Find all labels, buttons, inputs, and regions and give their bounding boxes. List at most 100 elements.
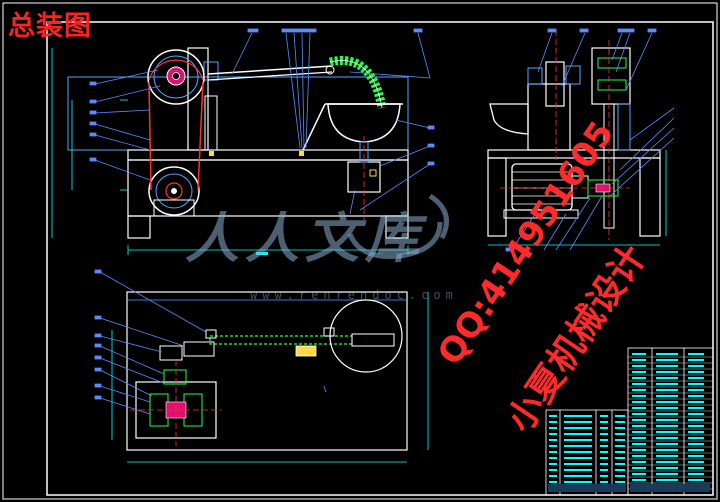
- top-pin-left: [205, 329, 217, 339]
- parts-list-row: [564, 463, 592, 465]
- parts-list-row: [632, 407, 646, 409]
- parts-list-row: [632, 371, 646, 373]
- parts-list-row: [632, 359, 646, 361]
- shaft-support: [617, 103, 631, 151]
- parts-list-row: [632, 443, 646, 445]
- gear-housing-top: [591, 47, 631, 105]
- parts-list-row: [600, 439, 608, 441]
- parts-list-row: [656, 479, 678, 481]
- parts-list-row: [564, 433, 592, 435]
- parts-list-row: [615, 463, 625, 465]
- top-frame: [126, 291, 408, 451]
- parts-list-row: [564, 415, 592, 417]
- parts-list-row: [632, 455, 646, 457]
- parts-list-row: [632, 395, 646, 397]
- parts-list-row: [564, 427, 592, 429]
- parts-list-row: [600, 469, 608, 471]
- inner-frame: [46, 21, 714, 496]
- dim-width-text: [256, 252, 268, 255]
- parts-list-row: [688, 479, 704, 481]
- parts-list-row: [656, 371, 678, 373]
- parts-list-row: [656, 461, 678, 463]
- parts-list-row: [615, 415, 625, 417]
- parts-list-row: [688, 419, 704, 421]
- curved-chute: [328, 56, 387, 109]
- top-block-2: [295, 345, 317, 357]
- parts-list-row: [615, 445, 625, 447]
- parts-list-row: [632, 425, 646, 427]
- parts-list-row: [688, 425, 704, 427]
- side-housing: [527, 83, 571, 151]
- top-block-1: [183, 341, 215, 357]
- parts-list-row: [656, 449, 678, 451]
- parts-list: [545, 347, 714, 496]
- parts-list-row: [632, 383, 646, 385]
- parts-list-row: [615, 481, 625, 483]
- parts-list-row: [656, 473, 678, 475]
- parts-list-row: [656, 401, 678, 403]
- parts-list-row: [688, 413, 704, 415]
- parts-list-row: [632, 437, 646, 439]
- parts-list-row: [656, 455, 678, 457]
- side-cap-left: [527, 67, 543, 85]
- side-leaders: [505, 28, 675, 252]
- side-cap-right: [565, 65, 581, 85]
- top-pin-right: [323, 327, 335, 337]
- parts-list-row: [600, 433, 608, 435]
- parts-list-row: [600, 415, 608, 417]
- parts-list-row: [600, 421, 608, 423]
- parts-list-row: [688, 359, 704, 361]
- parts-list-row: [632, 353, 646, 355]
- parts-list-row: [549, 457, 557, 459]
- support-column: [187, 47, 209, 151]
- parts-list-row: [548, 484, 626, 492]
- belt-right: [197, 81, 204, 191]
- side-leg-right: [639, 157, 661, 237]
- parts-list-row: [632, 479, 646, 481]
- top-view: [111, 291, 429, 463]
- parts-list-row: [688, 431, 704, 433]
- parts-list-row: [615, 433, 625, 435]
- parts-list-rows: [548, 353, 713, 492]
- top-rod-end: [351, 333, 395, 347]
- column-bracket: [204, 95, 218, 151]
- parts-list-row: [688, 377, 704, 379]
- frame-leg-right: [385, 215, 409, 239]
- side-frame-top: [487, 149, 661, 159]
- parts-list-row: [549, 421, 557, 423]
- parts-list-row: [688, 437, 704, 439]
- parts-list-row: [564, 457, 592, 459]
- parts-list-row: [615, 469, 625, 471]
- parts-list-row: [600, 445, 608, 447]
- parts-list-row: [656, 431, 678, 433]
- parts-list-row: [564, 439, 592, 441]
- parts-list-row: [564, 451, 592, 453]
- parts-list-row: [632, 365, 646, 367]
- parts-list-row: [688, 389, 704, 391]
- parts-list-row: [656, 425, 678, 427]
- parts-list-row: [564, 475, 592, 477]
- watermark-url: www.renrendoc.com: [250, 288, 458, 302]
- top-leaders: [94, 269, 327, 415]
- parts-list-row: [615, 427, 625, 429]
- side-leg-left: [487, 157, 507, 237]
- motor-icon: [503, 163, 589, 219]
- housing-outline: [67, 76, 409, 151]
- parts-list-row: [630, 484, 710, 492]
- parts-list-row: [600, 463, 608, 465]
- parts-list-row: [600, 481, 608, 483]
- parts-list-row: [549, 433, 557, 435]
- parts-list-row: [656, 419, 678, 421]
- parts-list-row: [600, 457, 608, 459]
- connecting-rod-lower: [207, 71, 333, 81]
- parts-list-row: [656, 389, 678, 391]
- parts-list-row: [549, 415, 557, 417]
- parts-list-row: [549, 469, 557, 471]
- parts-list-row: [632, 413, 646, 415]
- curved-chute-edge: [329, 60, 383, 109]
- top-coupling: [163, 369, 187, 385]
- frame-top-plate: [127, 149, 409, 161]
